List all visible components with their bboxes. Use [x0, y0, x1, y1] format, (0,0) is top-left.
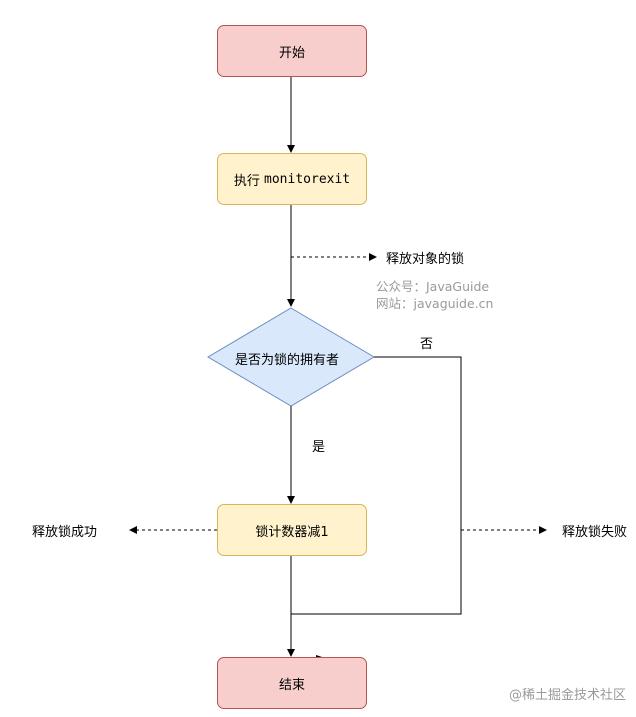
start-label: 开始 — [278, 45, 305, 61]
end-node[interactable]: 结束 — [217, 657, 367, 709]
watermark-line1: 公众号：JavaGuide — [376, 279, 490, 294]
start-node[interactable]: 开始 — [217, 25, 367, 77]
edge-no — [291, 356, 462, 615]
watermark-line2: 网站：javaguide.cn — [376, 296, 494, 311]
yes-label: 是 — [312, 440, 326, 455]
release-fail-label: 释放锁失败 — [562, 525, 628, 540]
exec-label-code: monitorexit — [264, 171, 351, 187]
end-label: 结束 — [278, 677, 305, 693]
exec-label-prefix: 执行 — [233, 173, 260, 189]
decision-label: 是否为锁的拥有者 — [235, 353, 340, 368]
decrement-label: 锁计数器减1 — [255, 524, 329, 540]
watermark-block: 公众号：JavaGuide 网站：javaguide.cn — [376, 278, 493, 312]
release-success-label: 释放锁成功 — [32, 525, 98, 540]
release-object-lock-label: 释放对象的锁 — [386, 252, 465, 267]
corner-watermark: @稀土掘金技术社区 — [508, 688, 626, 703]
no-label: 否 — [420, 337, 434, 352]
decrement-node[interactable]: 锁计数器减1 — [217, 504, 367, 556]
exec-node[interactable]: 执行 monitorexit — [217, 153, 367, 205]
